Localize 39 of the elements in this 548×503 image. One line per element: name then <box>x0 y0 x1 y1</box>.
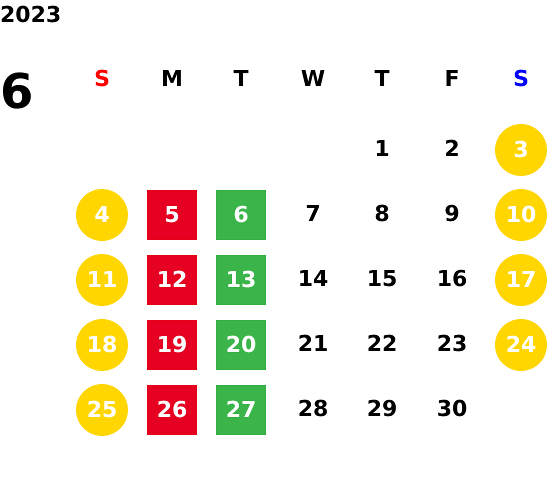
date-number: 9 <box>444 204 460 226</box>
highlighted-date: 6 <box>216 190 266 240</box>
date-number: 8 <box>374 204 390 226</box>
date-number: 23 <box>436 334 468 356</box>
highlighted-date: 5 <box>147 190 197 240</box>
weekday-header: W <box>300 69 326 91</box>
weekday-header: T <box>234 69 248 91</box>
highlighted-date: 26 <box>147 385 197 435</box>
holiday-circle: 11 <box>76 254 128 306</box>
date-number: 21 <box>298 334 328 356</box>
date-number: 16 <box>436 269 468 291</box>
highlighted-date: 12 <box>147 255 197 305</box>
date-number: 15 <box>366 269 398 291</box>
weekday-header: S <box>513 69 529 91</box>
highlighted-date: 19 <box>147 320 197 370</box>
weekday-header: F <box>444 69 460 91</box>
holiday-circle: 24 <box>495 319 547 371</box>
holiday-circle: 25 <box>76 384 128 436</box>
holiday-circle: 18 <box>76 319 128 371</box>
date-number: 30 <box>436 399 468 421</box>
holiday-circle: 17 <box>495 254 547 306</box>
weekday-header: S <box>94 69 110 91</box>
date-number: 22 <box>366 334 398 356</box>
holiday-circle: 10 <box>495 189 547 241</box>
weekday-header: M <box>161 69 183 91</box>
date-number: 7 <box>305 204 321 226</box>
holiday-circle: 4 <box>76 189 128 241</box>
date-number: 29 <box>366 399 398 421</box>
highlighted-date: 13 <box>216 255 266 305</box>
date-number: 1 <box>374 139 390 161</box>
date-number: 28 <box>298 399 328 421</box>
date-number: 14 <box>298 269 328 291</box>
date-number: 2 <box>444 139 460 161</box>
year-label: 2023 <box>0 5 62 27</box>
highlighted-date: 20 <box>216 320 266 370</box>
highlighted-date: 27 <box>216 385 266 435</box>
holiday-circle: 3 <box>495 124 547 176</box>
weekday-header: T <box>374 69 390 91</box>
month-number: 6 <box>0 68 34 116</box>
